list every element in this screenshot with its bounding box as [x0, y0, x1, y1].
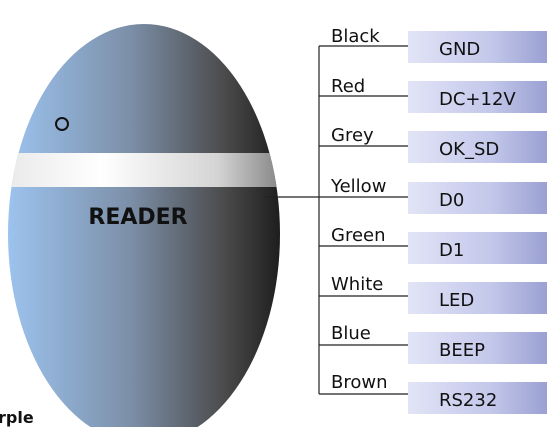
reader-body: READER [8, 24, 280, 427]
signal-label: DC+12V [439, 89, 516, 110]
wire-row-5: White LED [319, 274, 547, 314]
signal-label: GND [439, 39, 480, 60]
signal-box [408, 131, 547, 163]
wire-row-3: Yellow D0 [319, 176, 547, 214]
wire-color-label: Grey [331, 125, 374, 146]
wire-row-2: Grey OK_SD [319, 125, 547, 163]
wire-row-6: Blue BEEP [319, 323, 547, 364]
wire-row-7: Brown RS232 [319, 372, 547, 414]
signal-box [408, 282, 547, 314]
wire-row-0: Black GND [319, 26, 547, 63]
signal-label: BEEP [439, 340, 485, 361]
wire-trunk [264, 46, 320, 394]
wire-color-label: Green [331, 225, 386, 246]
reader-label: READER [88, 205, 187, 230]
reader-shape [8, 24, 280, 427]
signal-label: OK_SD [439, 139, 499, 160]
signal-label: D1 [439, 240, 464, 261]
signal-box [408, 332, 547, 364]
corner-text: rple [0, 408, 34, 427]
reader-band [8, 153, 280, 187]
signal-box [408, 232, 547, 264]
wire-color-label: Brown [331, 372, 388, 393]
wire-row-4: Green D1 [319, 225, 547, 264]
wire-color-label: Yellow [330, 176, 386, 197]
wire-row-1: Red DC+12V [319, 76, 547, 113]
signal-box [408, 182, 547, 214]
signal-box [408, 31, 547, 63]
signal-label: RS232 [439, 390, 497, 411]
signal-box [408, 81, 547, 113]
wire-color-label: Red [331, 76, 365, 97]
signal-label: LED [439, 290, 474, 311]
wire-color-label: Black [331, 26, 380, 47]
signal-label: D0 [439, 190, 464, 211]
wire-color-label: Blue [331, 323, 371, 344]
signal-box [408, 382, 547, 414]
wire-color-label: White [331, 274, 383, 295]
reader-indicator-icon [55, 117, 69, 131]
